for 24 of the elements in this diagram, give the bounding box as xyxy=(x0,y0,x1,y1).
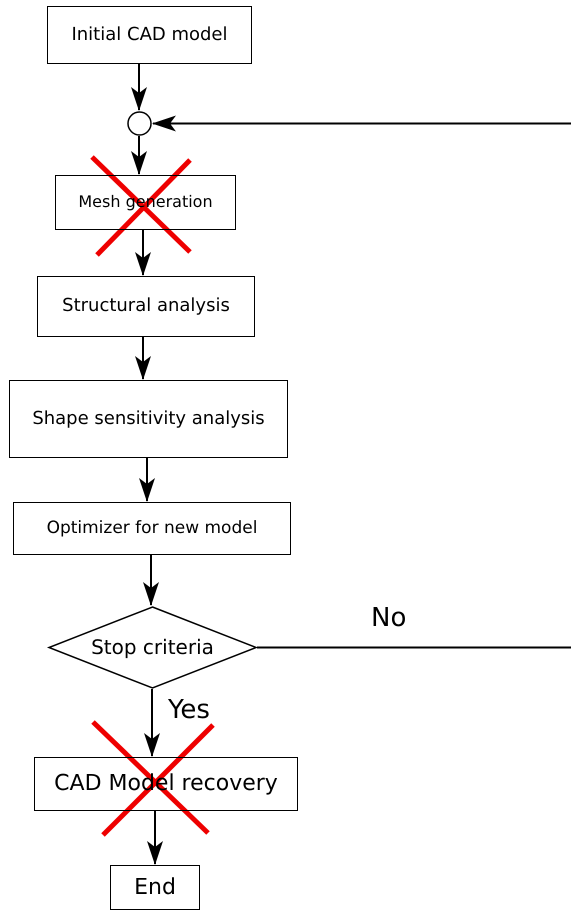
arrow xyxy=(152,116,571,648)
node-label: End xyxy=(134,874,176,900)
node-label: Initial CAD model xyxy=(71,24,228,46)
node-label: Shape sensitivity analysis xyxy=(32,408,265,430)
arrow xyxy=(139,458,155,502)
process-box xyxy=(34,757,298,811)
arrow xyxy=(131,64,147,111)
process-box xyxy=(110,865,200,910)
process-box xyxy=(37,276,255,337)
arrow xyxy=(135,230,151,276)
process-box xyxy=(13,502,291,555)
node-label: Structural analysis xyxy=(62,296,230,317)
edge-label: No xyxy=(371,605,406,631)
arrow xyxy=(143,555,159,606)
arrow xyxy=(135,337,151,380)
process-box xyxy=(55,175,236,230)
arrow xyxy=(131,136,147,175)
process-box xyxy=(47,6,252,64)
node-label: Optimizer for new model xyxy=(46,518,258,538)
arrow xyxy=(147,811,163,865)
arrow xyxy=(144,689,160,757)
node-label: Stop criteria xyxy=(91,636,214,659)
process-box xyxy=(9,380,288,458)
edge-label: Yes xyxy=(168,697,210,723)
